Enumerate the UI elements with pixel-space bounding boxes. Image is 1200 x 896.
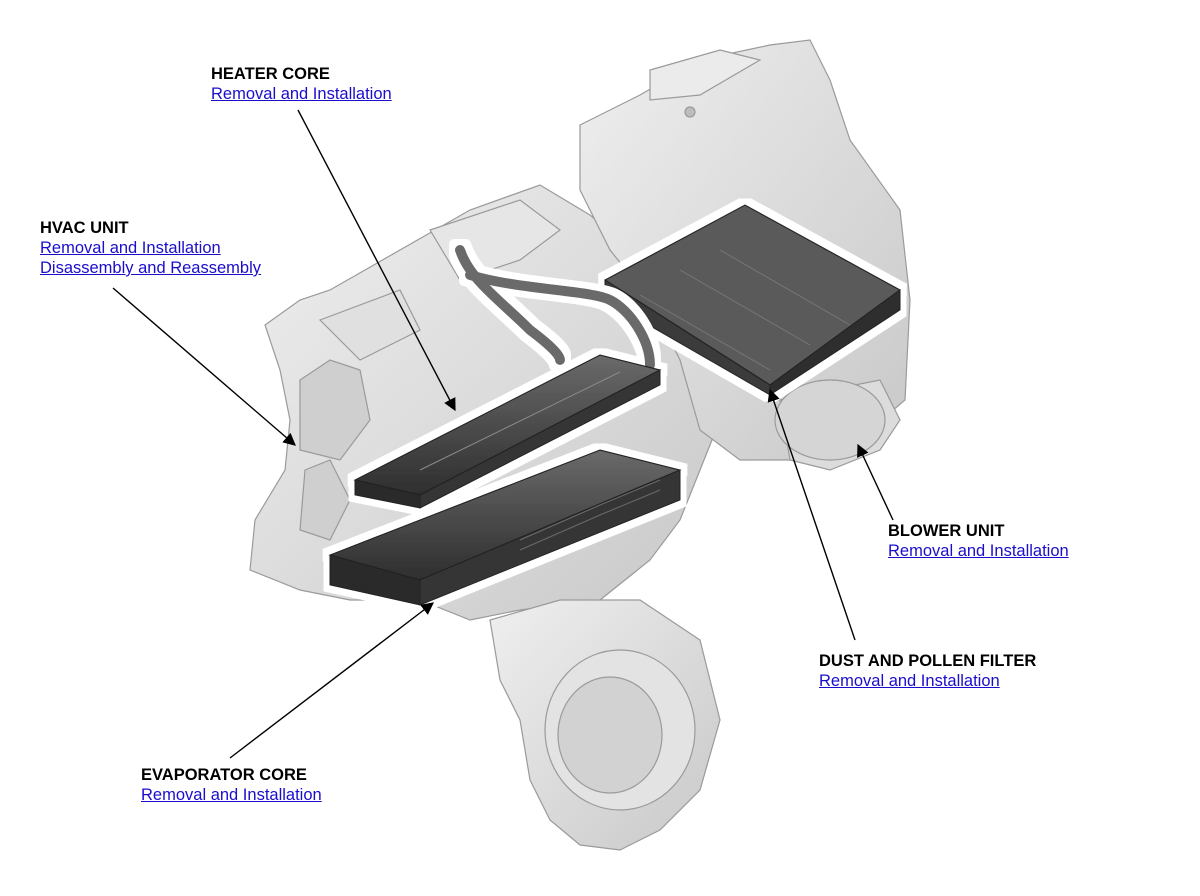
dust-filter-removal-link[interactable]: Removal and Installation <box>819 672 1000 690</box>
evaporator-core-title: EVAPORATOR CORE <box>141 766 307 784</box>
evaporator-core-leader <box>229 602 435 759</box>
hvac-unit-removal-link[interactable]: Removal and Installation <box>40 239 221 257</box>
hvac-unit-leader <box>112 287 296 446</box>
blower-unit-leader <box>857 443 894 521</box>
heater-core-callout: HEATER CORE Removal and Installation <box>211 64 392 104</box>
dust-and-pollen-filter-component <box>603 204 902 396</box>
blower-unit-callout: BLOWER UNIT Removal and Installation <box>888 521 1069 561</box>
heater-core-leader <box>297 109 456 412</box>
dust-filter-leader <box>767 388 856 641</box>
heater-core-removal-link[interactable]: Removal and Installation <box>211 85 392 103</box>
heater-core-title: HEATER CORE <box>211 65 330 83</box>
evaporator-core-removal-link[interactable]: Removal and Installation <box>141 786 322 804</box>
dust-filter-title: DUST AND POLLEN FILTER <box>819 652 1037 670</box>
evaporator-core-callout: EVAPORATOR CORE Removal and Installation <box>141 765 322 805</box>
evaporator-core-component <box>328 449 682 606</box>
blower-unit-removal-link[interactable]: Removal and Installation <box>888 542 1069 560</box>
dust-filter-callout: DUST AND POLLEN FILTER Removal and Insta… <box>819 651 1036 691</box>
hvac-unit-callout: HVAC UNIT Removal and Installation Disas… <box>40 218 261 278</box>
hvac-unit-disassembly-link[interactable]: Disassembly and Reassembly <box>40 259 262 277</box>
heater-core-component <box>353 245 662 509</box>
hvac-housing <box>249 39 911 851</box>
blower-unit-title: BLOWER UNIT <box>888 522 1005 540</box>
hvac-unit-title: HVAC UNIT <box>40 219 129 237</box>
